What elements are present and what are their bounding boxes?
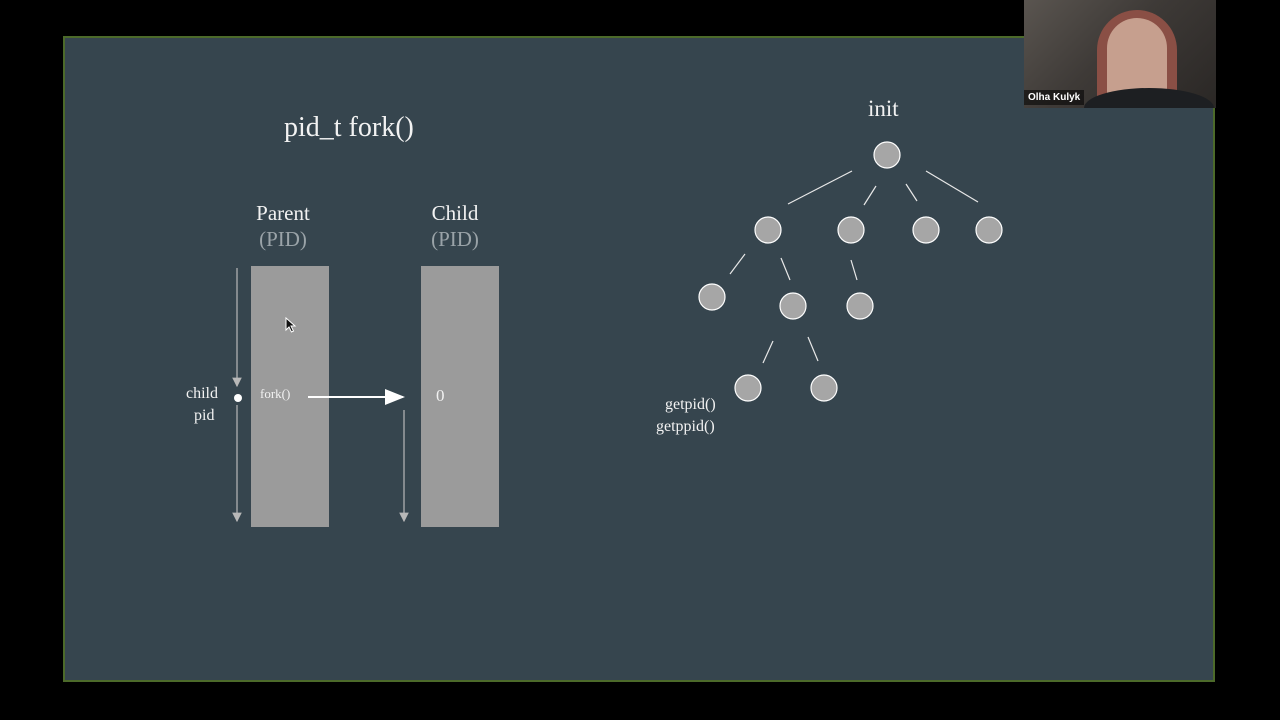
- child-heading: Child (PID): [415, 200, 495, 252]
- tree-node: [912, 216, 940, 244]
- tree-node: [734, 374, 762, 402]
- tree-node: [837, 216, 865, 244]
- getpid-label: getpid(): [665, 396, 716, 413]
- parent-pid-label: (PID): [259, 227, 307, 251]
- tree-node: [779, 292, 807, 320]
- child-pid-text-line1: child: [186, 385, 218, 402]
- participant-video-tile[interactable]: [1024, 0, 1216, 108]
- tree-node: [810, 374, 838, 402]
- slide-title: pid_t fork(): [284, 112, 414, 143]
- getppid-label: getppid(): [656, 418, 715, 435]
- tree-edges: [729, 170, 979, 364]
- tree-root-label: init: [868, 96, 899, 121]
- child-process-bar: [421, 266, 499, 527]
- child-label: Child: [431, 201, 479, 225]
- tree-node: [846, 292, 874, 320]
- tree-node: [698, 283, 726, 311]
- mouse-cursor-icon: [285, 317, 297, 333]
- child-pid-label: (PID): [431, 227, 479, 251]
- participant-name-tag: Olha Kulyk: [1024, 90, 1085, 105]
- tree-node-init: [873, 141, 901, 169]
- fork-point-dot: [234, 394, 242, 402]
- parent-label: Parent: [256, 201, 310, 225]
- child-pid-text-line2: pid: [194, 407, 215, 424]
- participant-shoulders: [1084, 88, 1214, 108]
- parent-heading: Parent (PID): [243, 200, 323, 252]
- tree-nodes: [698, 141, 1003, 402]
- child-return-value: 0: [436, 386, 445, 405]
- tree-node: [975, 216, 1003, 244]
- tree-node: [754, 216, 782, 244]
- fork-call-label: fork(): [260, 386, 291, 401]
